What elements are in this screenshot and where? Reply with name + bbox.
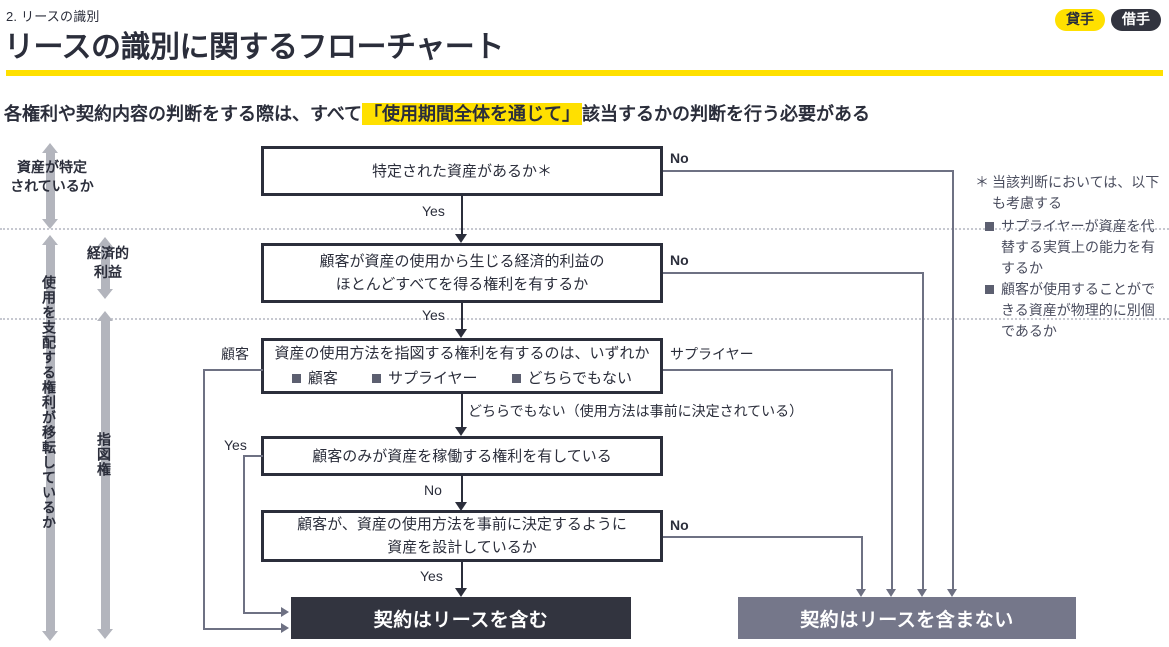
question-box-direct-use[interactable]: 資産の使用方法を指図する権利を有するのは、いずれか 顧客 サプライヤー どちらで… bbox=[261, 338, 663, 394]
edge-q3-customer-arrow bbox=[281, 623, 289, 633]
footnote-block: ＊ 当該判断においては、以下も考慮する サプライヤーが資産を代替する実質上の能力… bbox=[975, 172, 1165, 342]
subtitle-after: 該当するかの判断を行う必要がある bbox=[582, 104, 871, 124]
edge-q5-yes-arrow bbox=[455, 588, 467, 597]
page-title: リースの識別に関するフローチャート bbox=[4, 31, 504, 64]
badge-lessor[interactable]: 貸手 bbox=[1055, 9, 1105, 31]
edge-q3-neither-line bbox=[461, 394, 463, 427]
edge-q4-yes-hline-out bbox=[243, 455, 263, 457]
edge-q5-no-arrow bbox=[856, 589, 866, 597]
edge-label-q4-no: No bbox=[424, 482, 442, 498]
question-box-economic-benefits[interactable]: 顧客が資産の使用から生じる経済的利益の ほとんどすべてを得る権利を有するか bbox=[261, 243, 663, 303]
edge-q1-yes-arrow bbox=[455, 234, 467, 243]
axis-label-asset-identified: 資産が特定 されているか bbox=[10, 159, 94, 194]
footnote-marker: ＊ bbox=[975, 174, 989, 190]
edge-label-q5-yes: Yes bbox=[420, 568, 443, 584]
question-box-economic-benefits-line2: ほとんどすべてを得る権利を有するか bbox=[335, 276, 589, 293]
edge-q4-yes-vline bbox=[243, 455, 245, 613]
bullet-square-icon bbox=[291, 374, 301, 383]
edge-q1-no-arrow bbox=[947, 589, 957, 597]
footnote-item-text: 顧客が使用することができる資産が物理的に別個であるか bbox=[1001, 281, 1155, 339]
option-neither-label: どちらでもない bbox=[527, 370, 633, 387]
edge-q3-neither-arrow bbox=[455, 427, 467, 436]
question-box-asset-design[interactable]: 顧客が、資産の使用方法を事前に決定するように 資産を設計しているか bbox=[261, 510, 663, 562]
bullet-square-icon bbox=[511, 374, 521, 383]
edge-q3-supplier-arrow bbox=[886, 589, 896, 597]
footnote-item-text: サプライヤーが資産を代替する実質上の能力を有するか bbox=[1001, 218, 1155, 276]
footnote-head-text: 当該判断においては、以下も考慮する bbox=[992, 174, 1160, 211]
axis-bar-right-to-control-use bbox=[42, 235, 58, 641]
bullet-square-icon bbox=[371, 374, 381, 383]
result-not-lease[interactable]: 契約はリースを含まない bbox=[738, 597, 1076, 639]
edge-q3-supplier-hline bbox=[663, 369, 892, 371]
badge-lessee[interactable]: 借手 bbox=[1111, 9, 1161, 31]
result-lease-label: 契約はリースを含む bbox=[373, 609, 549, 631]
question-box-operate-right-text: 顧客のみが資産を稼働する権利を有している bbox=[312, 447, 612, 465]
section-divider-1 bbox=[0, 228, 1169, 230]
bullet-square-icon bbox=[985, 285, 994, 294]
subtitle-before: 各権利や契約内容の判断をする際は、すべて bbox=[4, 104, 363, 124]
axis-bar-economic-benefits bbox=[97, 237, 113, 299]
edge-label-q2-no: No bbox=[670, 252, 689, 268]
footnote-item: サプライヤーが資産を代替する実質上の能力を有するか bbox=[985, 216, 1165, 279]
edge-q4-yes-hline-in bbox=[243, 612, 283, 614]
edge-q1-no-vline bbox=[952, 170, 954, 590]
question-box-economic-benefits-line1: 顧客が資産の使用から生じる経済的利益の bbox=[319, 253, 605, 270]
axis-label-economic-benefits: 経済的 利益 bbox=[87, 245, 129, 280]
question-box-asset-design-line1: 顧客が、資産の使用方法を事前に決定するように bbox=[297, 516, 627, 533]
edge-q5-yes-line bbox=[461, 562, 463, 588]
edge-q2-yes-line bbox=[461, 303, 463, 329]
edge-q1-yes-line bbox=[461, 196, 463, 234]
axis-label-right-to-control-use: 使用を支配する権利が移転しているか bbox=[41, 275, 57, 530]
question-box-identified-asset[interactable]: 特定された資産があるか＊ bbox=[261, 146, 663, 196]
edge-q3-customer-vline bbox=[203, 369, 205, 629]
edge-label-q3-supplier: サプライヤー bbox=[670, 346, 754, 362]
kicker-text: 2. リースの識別 bbox=[6, 9, 100, 24]
footnote-item: 顧客が使用することができる資産が物理的に別個であるか bbox=[985, 279, 1165, 342]
audience-badges: 貸手 借手 bbox=[1055, 9, 1161, 31]
axis-label-right-to-direct: 指図権 bbox=[96, 432, 112, 477]
edge-q3-customer-hline-out bbox=[203, 369, 263, 371]
edge-q3-supplier-vline bbox=[891, 369, 893, 590]
footnote-list: サプライヤーが資産を代替する実質上の能力を有するか 顧客が使用することができる資… bbox=[975, 216, 1165, 342]
edge-q3-customer-hline-in bbox=[203, 628, 283, 630]
edge-q2-no-hline bbox=[663, 272, 923, 274]
question-box-direct-use-text: 資産の使用方法を指図する権利を有するのは、いずれか bbox=[274, 345, 650, 362]
edge-q2-yes-arrow bbox=[455, 329, 467, 338]
section-divider-2 bbox=[0, 318, 1169, 320]
edge-q5-no-hline bbox=[663, 536, 862, 538]
title-divider-rule bbox=[6, 70, 1163, 76]
edge-label-q1-no: No bbox=[670, 150, 689, 166]
question-box-operate-right[interactable]: 顧客のみが資産を稼働する権利を有している bbox=[261, 436, 663, 476]
result-not-lease-label: 契約はリースを含まない bbox=[800, 609, 1014, 631]
question-box-direct-use-options: 顧客 サプライヤー どちらでもない bbox=[291, 367, 633, 390]
edge-q4-no-arrow bbox=[455, 502, 467, 511]
edge-label-q1-yes: Yes bbox=[422, 203, 445, 219]
edge-label-q3-neither: どちらでもない（使用方法は事前に決定されている） bbox=[468, 403, 804, 419]
edge-q4-yes-arrow bbox=[281, 607, 289, 617]
subtitle-banner: 各権利や契約内容の判断をする際は、すべて「使用期間全体を通じて」該当するかの判断… bbox=[4, 100, 870, 126]
footnote-head: ＊ 当該判断においては、以下も考慮する bbox=[975, 172, 1165, 214]
subtitle-highlight: 「使用期間全体を通じて」 bbox=[362, 103, 583, 125]
question-box-asset-design-line2: 資産を設計しているか bbox=[387, 539, 537, 556]
option-customer[interactable]: 顧客 bbox=[291, 367, 338, 390]
edge-q2-no-vline bbox=[922, 272, 924, 590]
edge-label-q2-yes: Yes bbox=[422, 307, 445, 323]
bullet-square-icon bbox=[985, 222, 994, 231]
question-box-identified-asset-text: 特定された資産があるか＊ bbox=[371, 162, 552, 180]
option-supplier[interactable]: サプライヤー bbox=[371, 367, 478, 390]
option-customer-label: 顧客 bbox=[307, 370, 338, 387]
edge-q2-no-arrow bbox=[917, 589, 927, 597]
edge-q5-no-vline bbox=[861, 536, 863, 590]
edge-q4-no-line bbox=[461, 476, 463, 502]
edge-q1-no-hline bbox=[663, 170, 953, 172]
edge-label-q5-no: No bbox=[670, 517, 689, 533]
option-neither[interactable]: どちらでもない bbox=[511, 367, 633, 390]
result-lease[interactable]: 契約はリースを含む bbox=[291, 597, 631, 639]
axis-bar-right-to-direct bbox=[97, 311, 113, 639]
edge-label-q3-customer: 顧客 bbox=[221, 346, 249, 362]
edge-label-q4-yes: Yes bbox=[224, 437, 247, 453]
option-supplier-label: サプライヤー bbox=[387, 370, 478, 387]
axis-bar-asset-identified bbox=[42, 143, 58, 229]
